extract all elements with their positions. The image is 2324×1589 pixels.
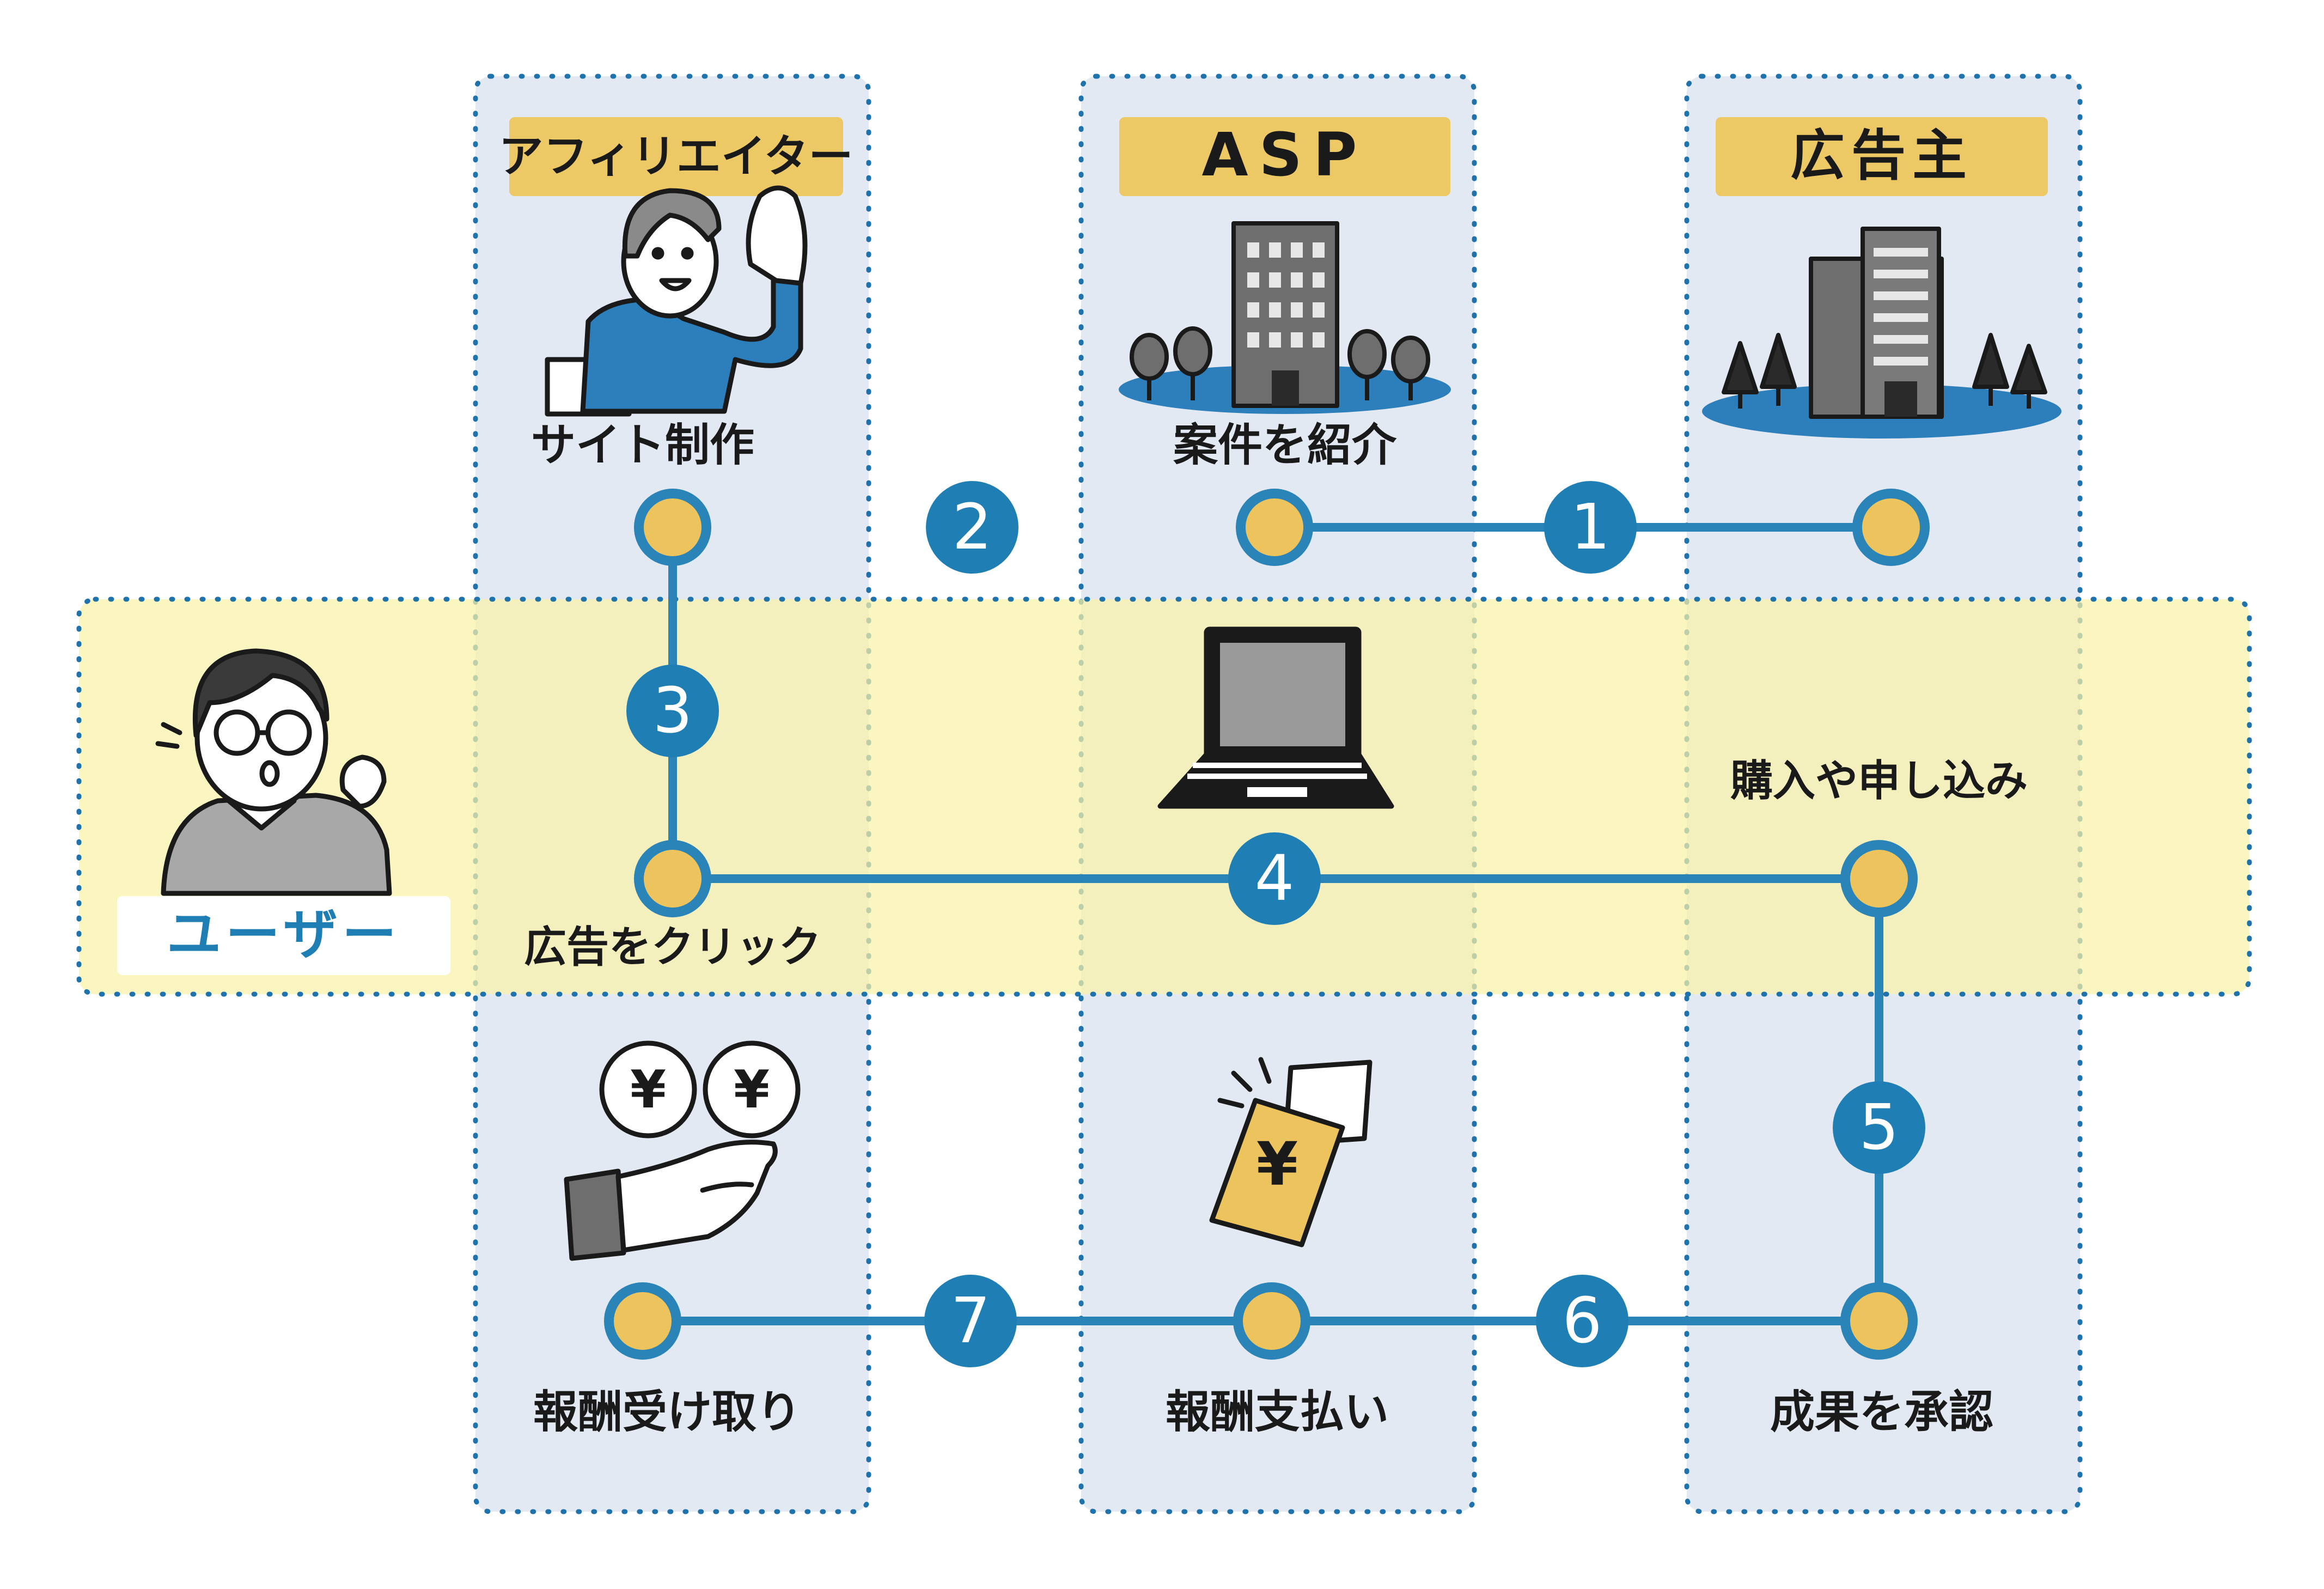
node-advertiser-top <box>1852 489 1930 566</box>
yen-coins-icon: ¥ ¥ <box>599 1040 801 1139</box>
user-label: ユーザー <box>167 903 401 966</box>
step-3: 3 <box>652 674 692 747</box>
affiliate-header-bg <box>509 117 843 196</box>
laptop-icon <box>1157 626 1394 809</box>
svg-text:¥: ¥ <box>734 1060 770 1120</box>
person-celebrating-icon <box>545 185 808 417</box>
svg-text:¥: ¥ <box>1256 1129 1298 1199</box>
yen-envelope-icon: ¥ <box>1209 1057 1373 1247</box>
office-building-icon <box>1119 221 1451 414</box>
step-3-circle <box>626 665 719 757</box>
flow-nodes <box>604 489 1930 1360</box>
advertiser-header-bg <box>1716 117 2048 196</box>
click-label: 広告をクリック <box>524 923 821 972</box>
step-4: 4 <box>1254 842 1294 915</box>
pay-label: 報酬支払い <box>1166 1386 1389 1438</box>
purchase-label: 購入や申し込み <box>1730 757 2028 806</box>
step-6: 6 <box>1562 1284 1602 1357</box>
svg-text:¥: ¥ <box>630 1060 666 1120</box>
node-approve <box>1840 1282 1918 1360</box>
advertiser-header: 広告主 <box>1790 124 1973 187</box>
step-2-circle <box>926 481 1018 574</box>
asp-header-bg <box>1119 117 1450 196</box>
step-1-circle <box>1544 481 1637 574</box>
user-label-bg <box>117 896 450 975</box>
step-2: 2 <box>952 491 992 564</box>
step-5-circle <box>1833 1081 1925 1174</box>
column-headers: アフィリエイター ASP 広告主 <box>498 117 2048 196</box>
receive-label: 報酬受け取り <box>533 1386 801 1438</box>
step-4-circle <box>1228 832 1321 925</box>
step-1: 1 <box>1570 491 1610 564</box>
user-person-icon <box>155 648 392 896</box>
site-label: サイト制作 <box>531 419 754 471</box>
step-5: 5 <box>1859 1091 1899 1164</box>
step-7-circle <box>924 1275 1017 1367</box>
company-building-icon <box>1702 227 2061 439</box>
introduce-label: 案件を紹介 <box>1173 419 1397 471</box>
user-band <box>76 596 2252 997</box>
node-click <box>634 840 711 917</box>
affiliate-header: アフィリエイター <box>498 131 853 182</box>
step-7: 7 <box>950 1284 990 1357</box>
receiving-hand-icon <box>564 1140 778 1261</box>
approve-label: 成果を承認 <box>1770 1386 1993 1438</box>
node-pay <box>1233 1282 1310 1360</box>
node-receive <box>604 1282 681 1360</box>
step-markers: 1 2 3 4 5 6 7 <box>626 481 1925 1367</box>
node-asp-top <box>1236 489 1313 566</box>
step-6-circle <box>1536 1275 1628 1367</box>
node-purchase <box>1840 840 1918 917</box>
asp-header: ASP <box>1202 120 1368 190</box>
node-affiliate-top <box>634 489 711 566</box>
